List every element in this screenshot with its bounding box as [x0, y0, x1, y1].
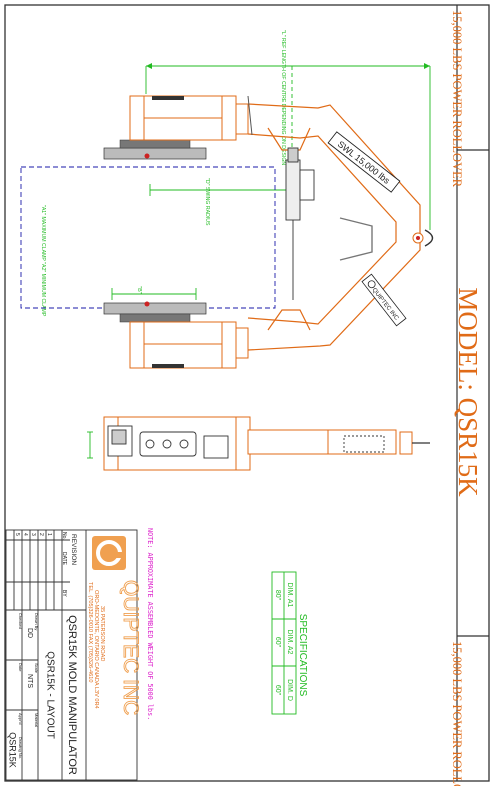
approved-label: Appr'd — [18, 713, 23, 724]
model-title: MODEL: QSR15K — [453, 287, 483, 497]
revision-row-2: 2 — [38, 533, 44, 536]
spec-title: SPECIFICATIONS — [297, 614, 308, 697]
company-address-2: ORO-MEDONTE, ONTARIO CANADA L3V 0R4 — [93, 590, 99, 709]
revision-title: REVISION — [70, 534, 77, 565]
side-view-drawing — [87, 416, 430, 471]
scale-label: Scale — [34, 663, 39, 674]
revision-row-3: 3 — [30, 533, 36, 536]
material-label: Material — [34, 713, 39, 727]
spec-header-d: DIM. D — [286, 679, 293, 701]
revision-header-no: No. — [61, 532, 67, 540]
spec-value-a1: 80" — [274, 590, 281, 601]
drawn-by-value: DD — [26, 628, 33, 638]
spec-header-a2: DIM. A2 — [286, 630, 293, 655]
dim-clamp-label: "A1" MAXIMUM CLAMP "A2" MINIMUM CLAMP — [40, 205, 46, 317]
dim-swing-label: "D" SWING RADIUS — [204, 178, 210, 226]
banner-bottom: 15,000 LBS POWER ROLLOVER — [450, 641, 464, 786]
drawing-no-label: Drawing No. — [18, 737, 23, 759]
sheet-border — [4, 4, 490, 782]
dim-b-label: "B" — [136, 286, 142, 293]
revision-row-4: 4 — [22, 533, 28, 536]
company-phone: TEL. (705)326-0010 FAX (705)326-4610 — [87, 582, 93, 682]
banner-top: 15,000 LBS POWER ROLLOVER — [450, 10, 464, 188]
dim-overall-label: "L" REF LENGTH OF CENTRE DEPENDING ON DE… — [280, 30, 286, 165]
revision-row-5: 5 — [14, 533, 20, 536]
company-logo — [92, 536, 126, 570]
company-name: QUIPTEC INC — [119, 580, 142, 715]
spec-header-a1: DIM. A1 — [286, 583, 293, 608]
title-block: QUIPTEC INC 35 PATERSON ROAD ORO-MEDONTE… — [5, 529, 142, 781]
revision-header-by: BY — [61, 590, 67, 597]
drawing-no-value: QSR15K — [8, 732, 18, 768]
revision-header-date: DATE — [61, 552, 67, 566]
specifications-table: SPECIFICATIONS DIM. A1 DIM. A2 DIM. D 80… — [271, 571, 308, 715]
weight-note: NOTE: APPROXIMATE ASSEMBLED WEIGHT OF 50… — [146, 528, 154, 720]
drawing-subtitle: QSR15K - LAYOUT — [44, 651, 55, 739]
revision-row-1: 1 — [46, 533, 52, 536]
date-label: Date — [18, 663, 23, 672]
drawn-by-label: Drawn By — [34, 613, 39, 630]
scale-value: NTS — [26, 674, 33, 688]
spec-value-a2: 60" — [274, 637, 281, 648]
checked-label: Checked — [18, 613, 23, 629]
company-address-1: 35 PATERSON ROAD — [99, 606, 105, 661]
product-title: QSR15K MOLD MANIPULATOR — [66, 615, 78, 775]
spec-value-d: 60" — [274, 685, 281, 696]
